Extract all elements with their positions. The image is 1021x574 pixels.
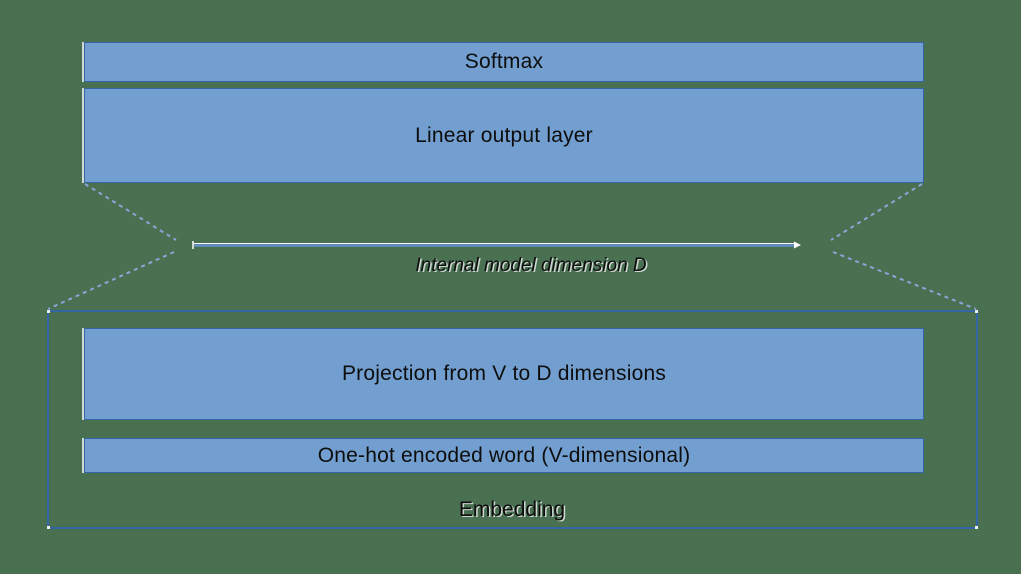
corner-dot (975, 526, 978, 529)
linear-output-layer-box: Linear output layer (84, 88, 924, 183)
projection-box: Projection from V to D dimensions (84, 328, 924, 420)
linear-output-layer-label: Linear output layer (415, 123, 593, 147)
softmax-box: Softmax (84, 42, 924, 82)
embedding-group-box (47, 310, 978, 529)
corner-dot (47, 310, 50, 313)
one-hot-box: One-hot encoded word (V-dimensional) (84, 438, 924, 473)
corner-dot (47, 526, 50, 529)
corner-dot (975, 310, 978, 313)
dimension-label: Internal model dimension D (415, 255, 647, 276)
dimension-line (192, 241, 801, 249)
softmax-label: Softmax (464, 50, 544, 74)
funnel-dashed-lines (47, 183, 977, 310)
embedding-label: Embedding (458, 498, 566, 521)
one-hot-label: One-hot encoded word (V-dimensional) (317, 443, 691, 467)
projection-label: Projection from V to D dimensions (341, 362, 667, 386)
